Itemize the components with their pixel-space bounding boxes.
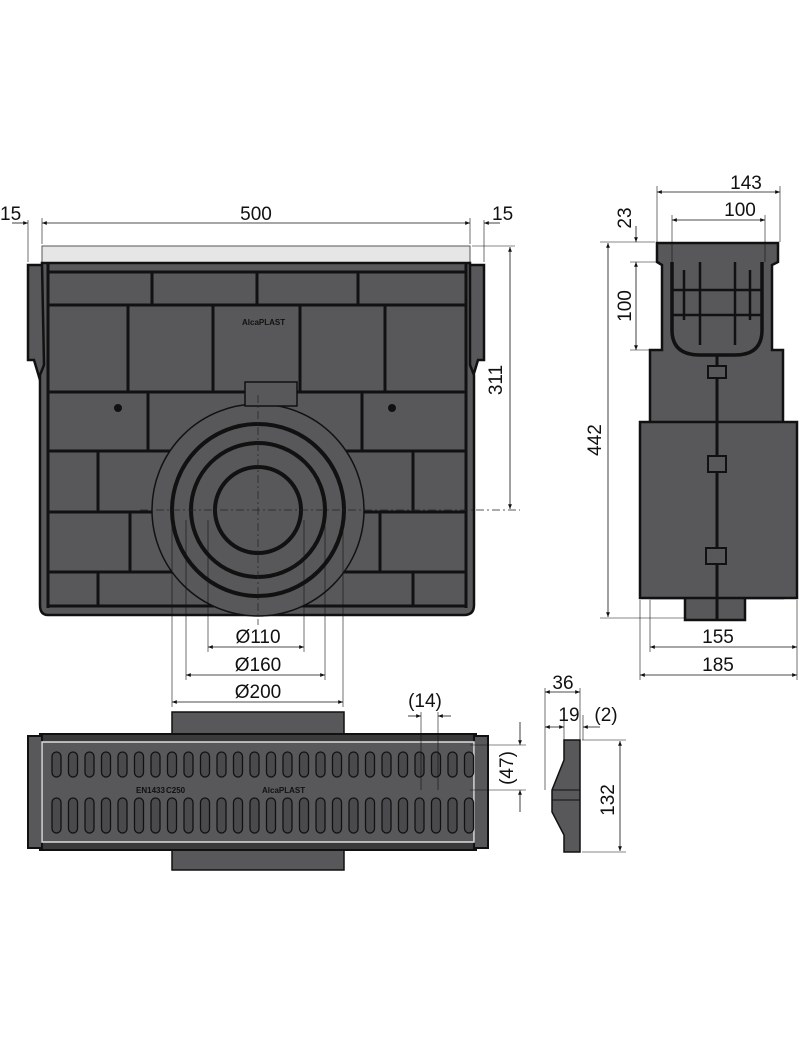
grate-slot bbox=[150, 751, 161, 778]
screw-hole bbox=[388, 404, 396, 412]
dim-outlet-height: 311 bbox=[486, 365, 507, 395]
grate-slot bbox=[463, 797, 475, 834]
grate-slot bbox=[133, 751, 145, 778]
dim-section-total: 36 bbox=[552, 673, 573, 694]
grate-slot bbox=[133, 797, 145, 834]
grate-slot bbox=[166, 797, 178, 834]
grate-standard: EN1433 bbox=[136, 786, 165, 795]
top-cap bbox=[41, 245, 471, 264]
grate-view: EN1433 C250 AlcaPLAST (14) (47) bbox=[27, 691, 526, 871]
grate-slot bbox=[364, 797, 376, 834]
grate-slot bbox=[100, 751, 112, 778]
grate-slot bbox=[84, 751, 95, 778]
dim-height: 442 bbox=[585, 424, 606, 456]
grate-slot bbox=[117, 751, 128, 778]
grate-slot bbox=[232, 751, 244, 778]
dim-d200: Ø200 bbox=[235, 682, 281, 703]
grate-slot bbox=[117, 797, 128, 834]
grate-slot bbox=[249, 797, 260, 834]
dim-section-gap: (2) bbox=[594, 705, 617, 726]
grate-slot bbox=[51, 751, 62, 778]
top-notch bbox=[244, 381, 298, 407]
grate-slot bbox=[298, 797, 310, 834]
dim-d110: Ø110 bbox=[235, 627, 280, 648]
grate-slot bbox=[397, 797, 409, 834]
grate-slot bbox=[463, 751, 475, 778]
grate-profile bbox=[551, 739, 581, 853]
dim-section-height: 132 bbox=[598, 784, 619, 816]
grate-section: 36 19 (2) 132 bbox=[544, 673, 626, 853]
grate-slot bbox=[183, 797, 194, 834]
grate-slot bbox=[249, 751, 260, 778]
grate-slot bbox=[67, 751, 79, 778]
grate-flange-bottom bbox=[171, 847, 345, 871]
grate-slot bbox=[166, 751, 178, 778]
dim-left-overhang: 15 bbox=[0, 204, 21, 225]
front-view: AlcaPLAST 500 15 15 311 Ø110 Ø160 Ø200 bbox=[0, 204, 520, 707]
grate-slot bbox=[430, 797, 442, 834]
dim-basket-depth: 100 bbox=[615, 290, 636, 322]
dim-inner-width: 100 bbox=[724, 200, 756, 221]
grate-slot bbox=[430, 751, 442, 778]
grate-flange-top bbox=[171, 711, 345, 737]
grate-slot bbox=[381, 751, 392, 778]
dim-body-width: 185 bbox=[702, 655, 734, 676]
grate-slots bbox=[51, 751, 475, 834]
dim-rim: 23 bbox=[615, 207, 636, 228]
dim-section-profile: 19 bbox=[558, 705, 579, 726]
dim-top-width: 143 bbox=[730, 173, 762, 194]
grate-slot bbox=[414, 797, 425, 834]
grate-slot bbox=[298, 751, 310, 778]
front-logo: AlcaPLAST bbox=[242, 318, 285, 327]
grate-slot bbox=[315, 797, 326, 834]
grate-end-right bbox=[473, 735, 489, 849]
grate-slot bbox=[232, 797, 244, 834]
screw-hole bbox=[114, 404, 122, 412]
dim-right-overhang: 15 bbox=[492, 204, 513, 225]
grate-slot bbox=[183, 751, 194, 778]
grate-end-left bbox=[27, 735, 43, 849]
grate-slot bbox=[100, 797, 112, 834]
grate-slot bbox=[331, 751, 343, 778]
grate-slot bbox=[216, 751, 227, 778]
grate-slot bbox=[67, 797, 79, 834]
grate-slot bbox=[216, 797, 227, 834]
side-view: 143 100 23 100 442 155 185 bbox=[585, 173, 799, 680]
grate-slot bbox=[381, 797, 392, 834]
grate-slot bbox=[84, 797, 95, 834]
grate-slot bbox=[199, 797, 211, 834]
grate-slot bbox=[364, 751, 376, 778]
dim-d160: Ø160 bbox=[235, 655, 281, 676]
grate-slot bbox=[265, 751, 277, 778]
grate-slot bbox=[51, 797, 62, 834]
grate-class: C250 bbox=[166, 786, 186, 795]
grate-slot bbox=[348, 797, 359, 834]
grate-slot bbox=[282, 797, 293, 834]
dim-slot-pitch: (14) bbox=[408, 691, 442, 712]
grate-slot bbox=[331, 797, 343, 834]
grate-slot bbox=[447, 751, 458, 778]
grate-slot bbox=[414, 751, 425, 778]
grate-slot bbox=[150, 797, 161, 834]
grate-slot bbox=[199, 751, 211, 778]
grate-slot bbox=[348, 751, 359, 778]
grate-slot bbox=[315, 751, 326, 778]
dim-bottom-width: 155 bbox=[702, 627, 734, 648]
grate-slot bbox=[447, 797, 458, 834]
dim-width: 500 bbox=[240, 204, 272, 225]
grate-slot bbox=[265, 797, 277, 834]
grate-slot bbox=[397, 751, 409, 778]
grate-logo: AlcaPLAST bbox=[262, 786, 305, 795]
dim-slot-length: (47) bbox=[497, 751, 518, 785]
grate-slot bbox=[282, 751, 293, 778]
